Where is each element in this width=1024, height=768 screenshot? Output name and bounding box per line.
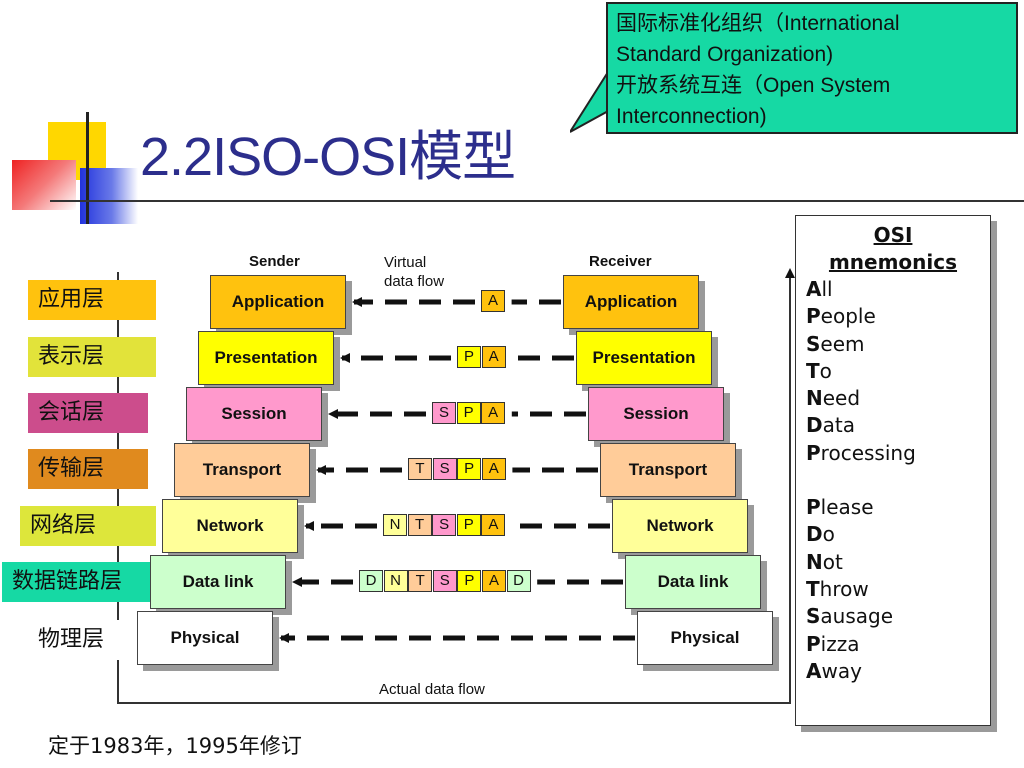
header-cell: T — [407, 514, 432, 536]
mnemonic-word: All — [806, 277, 833, 301]
receiver-layer-network: Network — [612, 499, 748, 553]
mnemonic-word: To — [806, 358, 832, 383]
header-cell: D — [359, 570, 383, 592]
header-cell: A — [481, 346, 506, 368]
sender-layer-physical: Physical — [137, 611, 273, 665]
mnemonic-word: Sausage — [806, 604, 894, 629]
sender-layer-presentation: Presentation — [198, 331, 334, 385]
header-cell: N — [383, 514, 407, 536]
mnemonic-word: Please — [806, 495, 874, 520]
header-cell: P — [457, 570, 482, 592]
callout-line: 开放系统互连（Open System — [616, 74, 891, 97]
receiver-layer-application: Application — [563, 275, 699, 329]
logo-vertical-rule — [86, 112, 89, 224]
layer-label-physical: 物理层 — [28, 620, 138, 660]
callout-box: 国际标准化组织（International Standard Organizat… — [606, 2, 1018, 134]
virtual-flow-arrows — [279, 297, 635, 643]
mnemonic-word: Need — [806, 386, 861, 411]
mnemonic-word: Not — [806, 549, 843, 574]
sender-layer-transport: Transport — [174, 443, 310, 497]
header-cell: S — [432, 402, 456, 424]
receiver-layer-transport: Transport — [600, 443, 736, 497]
header-cell: S — [432, 458, 457, 480]
header-cell: A — [481, 458, 506, 480]
header-cell: A — [481, 402, 506, 424]
header-cell: T — [408, 458, 432, 480]
header-cell: P — [457, 346, 481, 368]
mnemonic-word: People — [806, 304, 876, 329]
receiver-layer-physical: Physical — [637, 611, 773, 665]
header-cell: A — [481, 514, 506, 536]
logo-blue-square — [80, 168, 138, 224]
header-cell: T — [408, 570, 433, 592]
header-cell: A — [481, 290, 505, 312]
mnemonic-word: Processing — [806, 440, 916, 465]
logo-decoration — [0, 0, 140, 230]
header-cell: D — [506, 570, 531, 592]
layer-label-session: 会话层 — [28, 393, 148, 433]
callout-line: Standard Organization) — [616, 43, 834, 66]
header-cell: P — [456, 402, 481, 424]
header-cell: S — [432, 514, 457, 536]
layer-label-application: 应用层 — [28, 280, 156, 320]
header-cell: S — [432, 570, 457, 592]
header-cell: A — [482, 570, 506, 592]
sender-heading: Sender — [249, 253, 300, 270]
layer-label-presentation: 表示层 — [28, 337, 156, 377]
actual-flow-label: Actual data flow — [379, 681, 485, 698]
sender-layer-session: Session — [186, 387, 322, 441]
layer-label-data-link: 数据链路层 — [2, 562, 152, 602]
mnemonic-word: Seem — [806, 331, 865, 356]
sender-layer-network: Network — [162, 499, 298, 553]
sender-layer-data-link: Data link — [150, 555, 286, 609]
layer-label-network: 网络层 — [20, 506, 156, 546]
receiver-layer-data-link: Data link — [625, 555, 761, 609]
header-cell: P — [456, 514, 481, 536]
mnemonic-word: Data — [806, 413, 855, 438]
callout-line: 国际标准化组织（International — [616, 12, 900, 35]
mnemonic-word: Pizza — [806, 631, 860, 656]
mnemonic-word: Do — [806, 522, 835, 547]
footer-note: 定于1983年，1995年修订 — [48, 734, 302, 758]
title-divider — [50, 200, 1024, 202]
sender-layer-application: Application — [210, 275, 346, 329]
receiver-layer-presentation: Presentation — [576, 331, 712, 385]
header-cell: P — [457, 458, 482, 480]
callout-line: Interconnection) — [616, 105, 767, 128]
mnemonic-word: Throw — [806, 576, 869, 601]
mnemonic-word: Away — [806, 658, 862, 683]
mnemonics-title: OSI mnemonics — [828, 223, 958, 274]
header-cell: N — [383, 570, 408, 592]
receiver-heading: Receiver — [589, 253, 652, 270]
virtual-flow-label: Virtual data flow — [384, 254, 445, 290]
layer-label-transport: 传输层 — [28, 449, 148, 489]
receiver-layer-session: Session — [588, 387, 724, 441]
page-title: 2.2ISO-OSI模型 — [140, 127, 516, 187]
